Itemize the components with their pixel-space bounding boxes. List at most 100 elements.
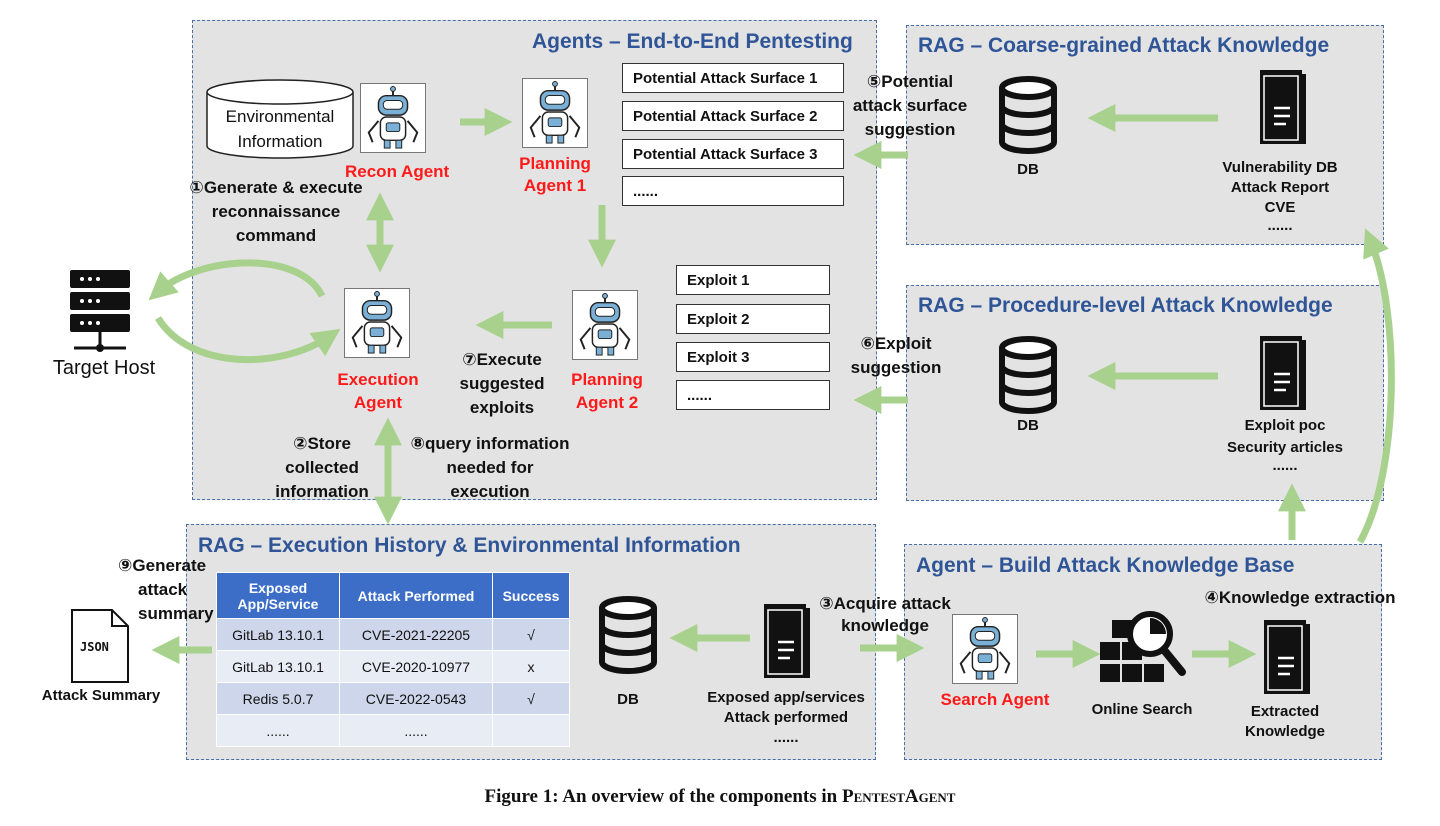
table-cell: √ — [492, 682, 570, 715]
step3-label-line1: ③Acquire attack — [819, 594, 951, 613]
coarse-document-icon — [1260, 70, 1306, 144]
json-file-icon-text: JSON — [80, 640, 109, 654]
procedure-source-3: ...... — [1272, 457, 1298, 474]
step2-label-line1: ②Store — [293, 434, 351, 453]
step5-label-line2: attack surface — [852, 96, 968, 115]
table-cell: x — [492, 650, 570, 683]
coarse-source-4: ...... — [1267, 217, 1293, 234]
step2-label-line3: information — [275, 482, 369, 501]
history-db-icon — [599, 596, 657, 674]
step8-label-line3: execution — [450, 482, 530, 501]
table-cell — [492, 714, 570, 747]
env-info-label-2: Information — [237, 132, 323, 151]
table-cell: GitLab 13.10.1 — [216, 650, 340, 683]
step5-label-line1: ⑤Potential — [866, 72, 954, 91]
step6-label-line1: ⑥Exploit — [860, 334, 932, 353]
table-row: GitLab 13.10.1 CVE-2021-22205 √ — [216, 618, 570, 651]
online-search-label: Online Search — [1091, 701, 1193, 718]
env-info-cylinder-icon — [206, 79, 354, 159]
procedure-document-icon — [1260, 336, 1306, 410]
figure-caption-name: PentestAgent — [841, 786, 956, 807]
history-document-icon — [764, 604, 810, 678]
attack-surface-box-2: Potential Attack Surface 2 — [622, 101, 844, 131]
figure-caption-text: Figure 1: An overview of the components … — [484, 786, 842, 807]
table-cell: CVE-2020-10977 — [339, 650, 493, 683]
online-search-icon — [1100, 611, 1186, 682]
coarse-rag-panel-title: RAG – Coarse-grained Attack Knowledge — [918, 34, 1330, 57]
coarse-source-2: Attack Report — [1230, 179, 1330, 196]
planning-agent-1-label-line1: Planning — [519, 154, 591, 173]
step7-label-line2: suggested — [459, 374, 545, 393]
arrow-target-to-exec — [155, 316, 341, 364]
execution-agent-robot-icon — [344, 288, 410, 358]
step1-label-line2: reconnaissance — [211, 202, 341, 221]
table-row: Redis 5.0.7 CVE-2022-0543 √ — [216, 682, 570, 715]
table-header-app: Exposed App/Service — [216, 572, 340, 619]
procedure-db-icon — [999, 336, 1057, 414]
planning-agent-1-robot-icon — [522, 78, 588, 148]
exploit-box-2: Exploit 2 — [676, 304, 830, 334]
coarse-source-3: CVE — [1264, 199, 1296, 216]
planning-agent-1-label-line2: Agent 1 — [523, 176, 587, 195]
planning-agent-2-label-line1: Planning — [571, 370, 643, 389]
history-source-1: Exposed app/services — [707, 689, 865, 706]
step9-label-line1: ⑨Generate — [118, 556, 207, 575]
procedure-rag-panel-title: RAG – Procedure-level Attack Knowledge — [918, 294, 1333, 317]
table-cell: ...... — [216, 714, 340, 747]
step9-label-line2: attack — [138, 580, 188, 599]
table-cell: CVE-2022-0543 — [339, 682, 493, 715]
step4-label: ④Knowledge extraction — [1204, 588, 1396, 607]
step1-label-line3: command — [235, 226, 317, 245]
step7-label-line3: exploits — [469, 398, 535, 417]
coarse-db-icon — [999, 76, 1057, 154]
extracted-knowledge-line1: Extracted — [1250, 703, 1320, 720]
history-db-label: DB — [617, 691, 639, 708]
table-cell: ...... — [339, 714, 493, 747]
procedure-source-2: Security articles — [1227, 439, 1343, 456]
arrow-exec-to-target — [148, 259, 326, 301]
exploit-box-1: Exploit 1 — [676, 265, 830, 295]
env-info-label-1: Environmental — [225, 107, 335, 126]
execution-agent-label-line2: Agent — [353, 393, 403, 412]
build-kb-panel-title: Agent – Build Attack Knowledge Base — [916, 554, 1295, 577]
table-header-success: Success — [492, 572, 570, 619]
history-rag-panel-title: RAG – Execution History & Environmental … — [198, 534, 741, 557]
exploit-box-3: Exploit 3 — [676, 342, 830, 372]
figure-caption: Figure 1: An overview of the components … — [0, 786, 1440, 808]
table-row: GitLab 13.10.1 CVE-2020-10977 x — [216, 650, 570, 683]
extracted-knowledge-line2: Knowledge — [1244, 723, 1325, 740]
step5-label-line3: suggestion — [864, 120, 956, 139]
step6-label-line2: suggestion — [850, 358, 942, 377]
search-agent-robot-icon — [952, 614, 1018, 684]
recon-agent-robot-icon — [360, 83, 426, 153]
exploit-box-more: ...... — [676, 380, 830, 410]
table-cell: √ — [492, 618, 570, 651]
agents-panel-title: Agents – End-to-End Pentesting — [532, 30, 853, 53]
attack-surface-box-more: ...... — [622, 176, 844, 206]
step2-label-line2: collected — [285, 458, 359, 477]
attack-surface-box-1: Potential Attack Surface 1 — [622, 63, 844, 93]
step1-label-line1: ①Generate & execute — [189, 178, 363, 197]
procedure-db-label: DB — [1017, 417, 1039, 434]
history-source-3: ...... — [773, 729, 799, 746]
extracted-knowledge-document-icon — [1264, 620, 1310, 694]
table-cell: GitLab 13.10.1 — [216, 618, 340, 651]
step7-label-line1: ⑦Execute — [462, 350, 542, 369]
step3-label-line2: knowledge — [841, 616, 929, 635]
server-icon — [70, 270, 130, 352]
table-cell: CVE-2021-22205 — [339, 618, 493, 651]
target-host-label: Target Host — [52, 357, 156, 379]
execution-agent-label-line1: Execution — [337, 370, 419, 389]
table-cell: Redis 5.0.7 — [216, 682, 340, 715]
attack-surface-box-3: Potential Attack Surface 3 — [622, 139, 844, 169]
step9-label-line3: summary — [138, 604, 214, 623]
step8-label-line2: needed for — [446, 458, 534, 477]
search-agent-label: Search Agent — [940, 690, 1050, 709]
coarse-db-label: DB — [1017, 161, 1039, 178]
procedure-source-1: Exploit poc — [1244, 417, 1326, 434]
step8-label-line1: ⑧query information — [410, 434, 570, 453]
table-header-attack: Attack Performed — [339, 572, 493, 619]
table-row: ...... ...... — [216, 714, 570, 747]
history-source-2: Attack performed — [723, 709, 849, 726]
